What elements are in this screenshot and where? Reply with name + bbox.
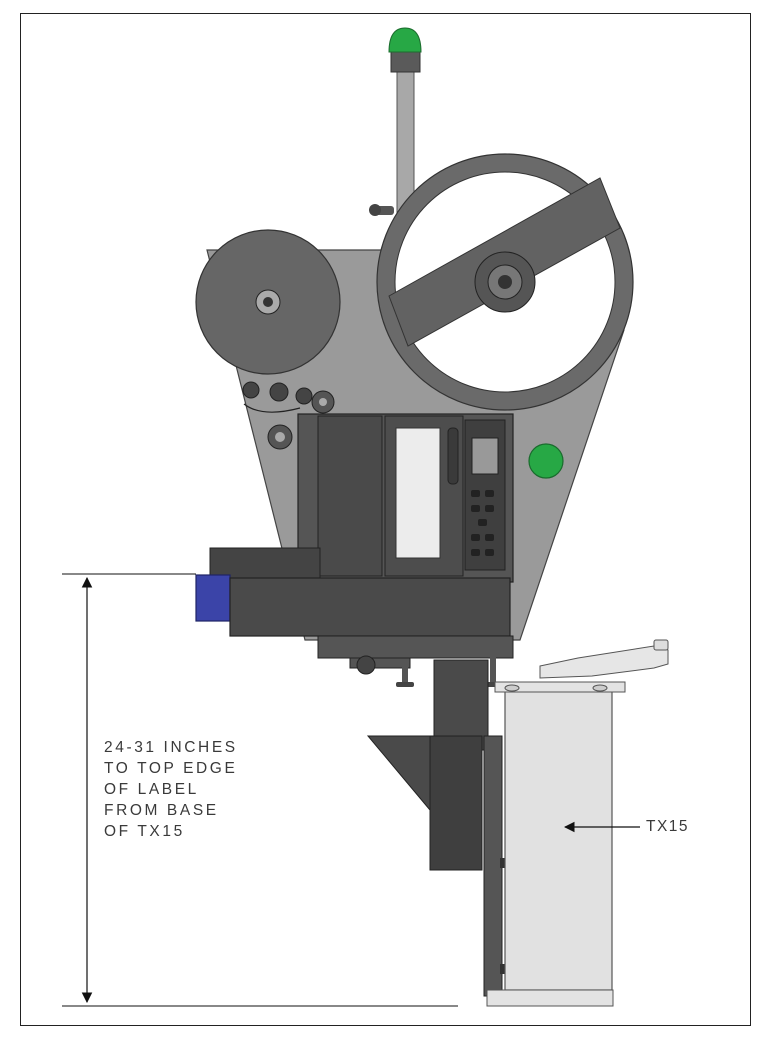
keypad-buttons [471, 490, 494, 556]
supply-reel [376, 153, 634, 411]
status-beacon [388, 27, 422, 221]
mounting-post [366, 659, 510, 997]
height-dimension [62, 573, 458, 1007]
tx15-label: TX15 [646, 818, 690, 835]
side-knob [369, 204, 394, 216]
guide-rollers [242, 381, 335, 450]
height-note-line-1: 24-31 INCHES [104, 739, 238, 756]
applicator-assembly [195, 547, 514, 687]
height-note-line-2: TO TOP EDGE [104, 760, 238, 777]
height-note-line-5: OF TX15 [104, 823, 185, 840]
green-button-icon [528, 443, 564, 479]
crank-handle-icon [539, 645, 669, 679]
height-note-line-4: FROM BASE [104, 802, 219, 819]
height-note: 24-31 INCHES TO TOP EDGE OF LABEL FROM B… [104, 737, 304, 842]
print-engine [297, 413, 514, 583]
beacon-light-icon [388, 27, 422, 53]
tx15-stand [486, 639, 669, 1007]
rewind-reel [195, 229, 341, 375]
height-note-line-3: OF LABEL [104, 781, 199, 798]
